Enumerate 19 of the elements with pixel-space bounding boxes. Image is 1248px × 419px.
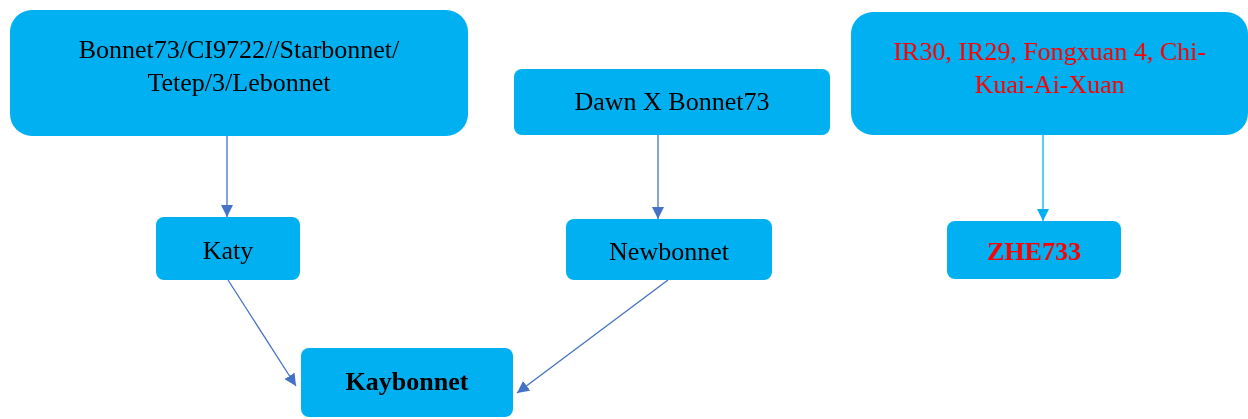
arrow xyxy=(221,135,233,218)
node-label: ZHE733 xyxy=(987,235,1081,268)
node-label: IR30, IR29, Fongxuan 4, Chi-Kuai-Ai-Xuan xyxy=(892,36,1207,101)
rounded-box xyxy=(156,217,300,280)
rounded-box xyxy=(10,10,468,136)
node-label: Bonnet73/CI9722//Starbonnet/ Tetep/3/Lebonnet xyxy=(77,34,401,99)
rounded-box xyxy=(566,219,772,280)
node-label: Newbonnet xyxy=(609,236,729,269)
rounded-box xyxy=(851,12,1248,135)
node-label: Katy xyxy=(202,235,254,268)
arrow xyxy=(516,279,669,394)
node-label: Dawn X Bonnet73 xyxy=(574,85,770,118)
arrow xyxy=(1037,134,1049,222)
arrow xyxy=(652,134,664,220)
node-label: Kaybonnet xyxy=(345,366,469,399)
rounded-box xyxy=(514,69,830,135)
rounded-box xyxy=(301,348,513,417)
rounded-box xyxy=(947,221,1121,279)
arrow xyxy=(227,279,297,387)
